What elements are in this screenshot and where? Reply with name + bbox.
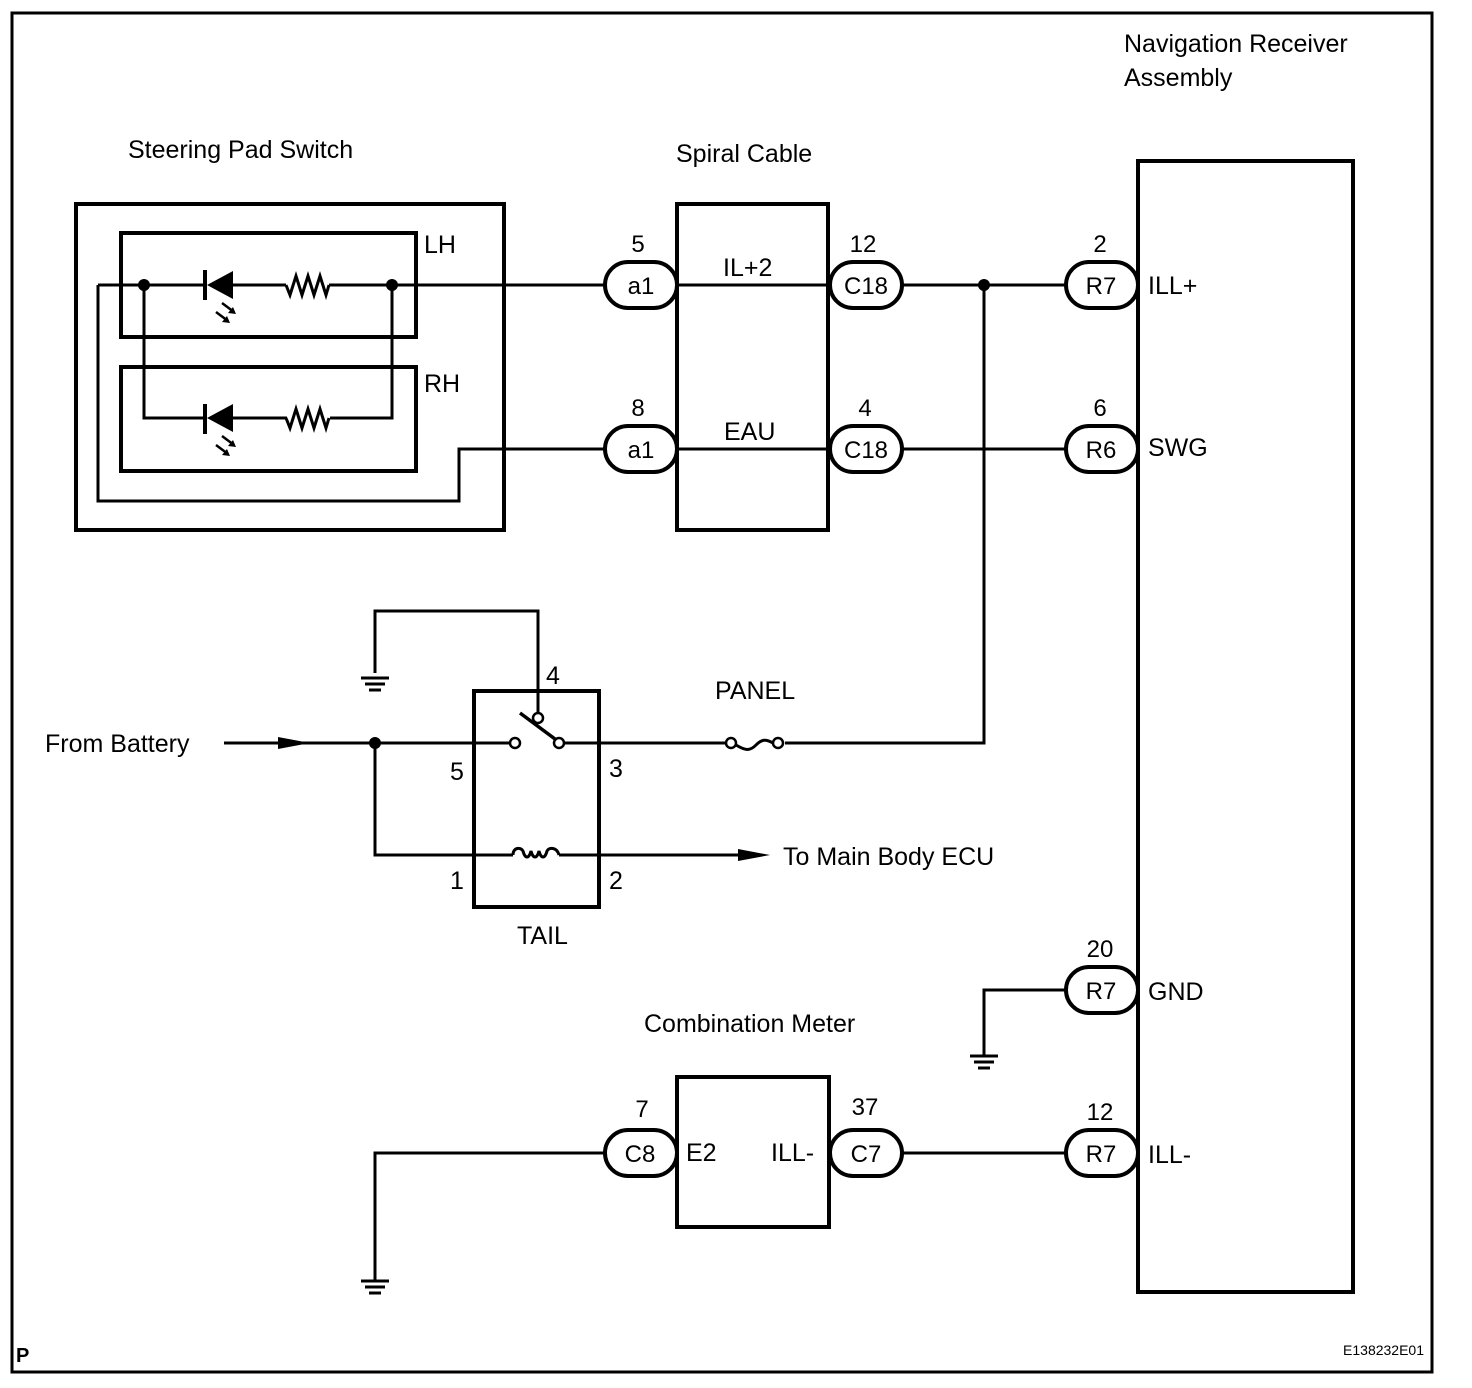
navigation-receiver-title-line1: Navigation Receiver [1124, 30, 1348, 58]
connector-c7-pin37: C7 37 [828, 1094, 904, 1178]
svg-text:a1: a1 [628, 437, 655, 464]
diagram-frame [10, 11, 1434, 1374]
fuse-icon [724, 736, 785, 751]
terminal-ill-minus: ILL- [1148, 1141, 1191, 1169]
svg-text:8: 8 [631, 395, 644, 422]
svg-text:12: 12 [1087, 1099, 1114, 1126]
relay-pin-4: 4 [546, 662, 560, 690]
connector-c18-pin12: C18 12 [828, 231, 904, 310]
spiral-cable-box [675, 202, 830, 532]
connector-r7-pin20: R7 20 [1064, 936, 1140, 1015]
svg-text:R7: R7 [1086, 1141, 1117, 1168]
relay-pin-1: 1 [450, 867, 464, 895]
svg-text:7: 7 [635, 1096, 648, 1123]
terminal-swg: SWG [1148, 434, 1208, 462]
relay-pin-5: 5 [450, 758, 464, 786]
figure-id: E138232E01 [1343, 1342, 1424, 1358]
svg-text:R7: R7 [1086, 978, 1117, 1005]
ground-icon [361, 676, 389, 692]
tail-relay-box [472, 689, 601, 909]
svg-text:2: 2 [1093, 231, 1106, 258]
lh-label: LH [424, 231, 456, 259]
svg-text:C7: C7 [851, 1141, 882, 1168]
connector-r6-pin6: R6 6 [1064, 395, 1140, 474]
svg-text:5: 5 [631, 231, 644, 258]
from-battery-label: From Battery [45, 730, 190, 758]
page-mark: P [16, 1345, 29, 1367]
combination-meter-title: Combination Meter [644, 1010, 855, 1038]
panel-fuse-title: PANEL [715, 677, 795, 705]
connector-r7-pin12: R7 12 [1064, 1099, 1140, 1178]
connector-a1-pin5: a1 5 [603, 231, 679, 310]
connector-c18-pin4: C18 4 [828, 395, 904, 474]
arrow-right-icon [738, 849, 770, 861]
rh-section-box [119, 365, 418, 473]
svg-text:R6: R6 [1086, 437, 1117, 464]
svg-text:12: 12 [850, 231, 877, 258]
steering-pad-switch: LH RH [74, 202, 606, 532]
spiral-signal-ilplus2: IL+2 [723, 254, 772, 282]
relay-switch-icon [508, 711, 566, 750]
spiral-cable-title: Spiral Cable [676, 140, 812, 168]
connector-a1-pin8: a1 8 [603, 395, 679, 474]
arrow-right-icon [278, 737, 310, 749]
svg-text:20: 20 [1087, 936, 1114, 963]
rh-resistor-icon [284, 404, 331, 434]
svg-text:C18: C18 [844, 273, 888, 300]
ground-icon [970, 1054, 998, 1070]
rh-label: RH [424, 370, 460, 398]
svg-text:C8: C8 [625, 1141, 656, 1168]
rh-led-icon [203, 404, 236, 456]
svg-text:4: 4 [858, 395, 871, 422]
spiral-signal-eau: EAU [724, 418, 775, 446]
to-main-body-ecu-label: To Main Body ECU [783, 843, 994, 871]
svg-text:37: 37 [852, 1094, 879, 1121]
meter-terminal-ill-minus: ILL- [771, 1139, 814, 1167]
svg-text:R7: R7 [1086, 273, 1117, 300]
relay-coil-icon [511, 846, 561, 859]
svg-text:C18: C18 [844, 437, 888, 464]
steering-pad-switch-box [74, 202, 506, 532]
meter-terminal-e2: E2 [686, 1139, 717, 1167]
navigation-receiver-box [1136, 159, 1355, 1294]
terminal-gnd: GND [1148, 978, 1204, 1006]
connector-r7-pin2: R7 2 [1064, 231, 1140, 310]
connector-c8-pin7: C8 7 [603, 1096, 679, 1178]
svg-text:a1: a1 [628, 273, 655, 300]
relay-pin-2: 2 [609, 867, 623, 895]
tail-relay-title: TAIL [517, 922, 568, 950]
lh-led-icon [203, 270, 236, 323]
lh-resistor-icon [284, 271, 331, 301]
svg-text:6: 6 [1093, 395, 1106, 422]
navigation-receiver-title-line2: Assembly [1124, 64, 1233, 92]
terminal-ill-plus: ILL+ [1148, 272, 1197, 300]
steering-pad-switch-title: Steering Pad Switch [128, 136, 353, 164]
relay-pin-3: 3 [609, 755, 623, 783]
ground-icon [361, 1279, 389, 1295]
